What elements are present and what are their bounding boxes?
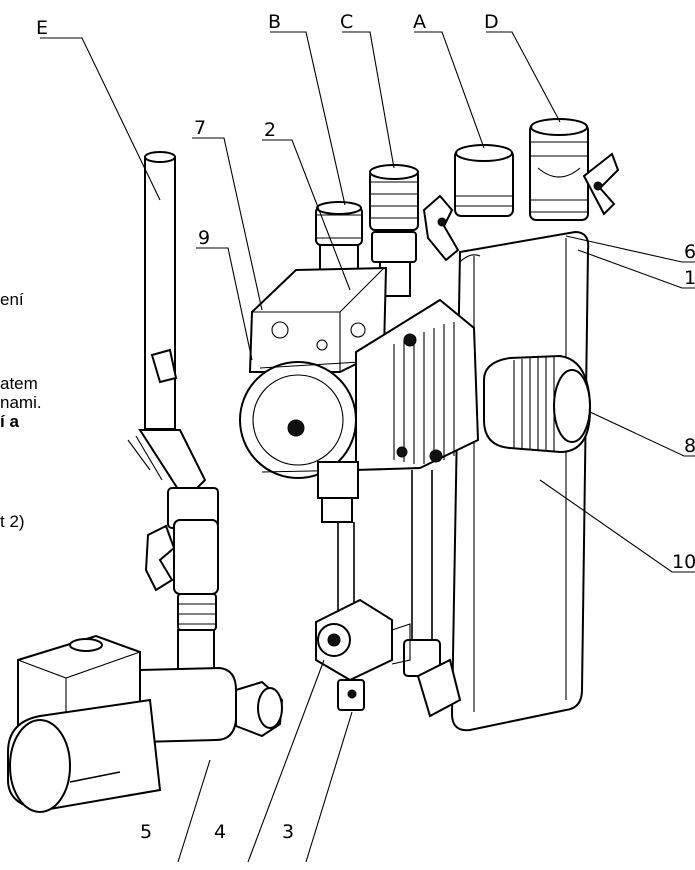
callout-8: 8 <box>684 435 695 457</box>
callout-E: E <box>36 17 48 39</box>
callout-1: 1 <box>684 267 695 289</box>
callout-4: 4 <box>214 821 226 843</box>
left-assembly <box>7 151 284 813</box>
side-text-line-4: í a <box>0 412 19 431</box>
callout-10: 10 <box>672 551 695 573</box>
callout-C: C <box>340 11 353 33</box>
top-connections <box>315 118 620 297</box>
mounting-plate <box>450 230 590 732</box>
callout-5: 5 <box>140 821 152 843</box>
callout-D: D <box>484 11 499 33</box>
leader-lines <box>40 31 695 863</box>
callout-9: 9 <box>198 227 210 249</box>
side-text-line-2: atem <box>0 374 38 393</box>
callout-A: A <box>413 11 426 33</box>
side-text-line-3: nami. <box>0 393 42 412</box>
callout-3: 3 <box>282 821 294 843</box>
side-text-line-5: t 2) <box>0 512 25 531</box>
callout-6: 6 <box>684 241 695 263</box>
pump-lower-pipes <box>315 470 462 718</box>
callout-2: 2 <box>264 119 276 141</box>
thermostatic-knob <box>483 354 592 454</box>
callout-B: B <box>268 11 281 33</box>
pump <box>239 266 480 523</box>
side-text-line-1: ení <box>0 290 24 309</box>
callout-7: 7 <box>194 117 206 139</box>
